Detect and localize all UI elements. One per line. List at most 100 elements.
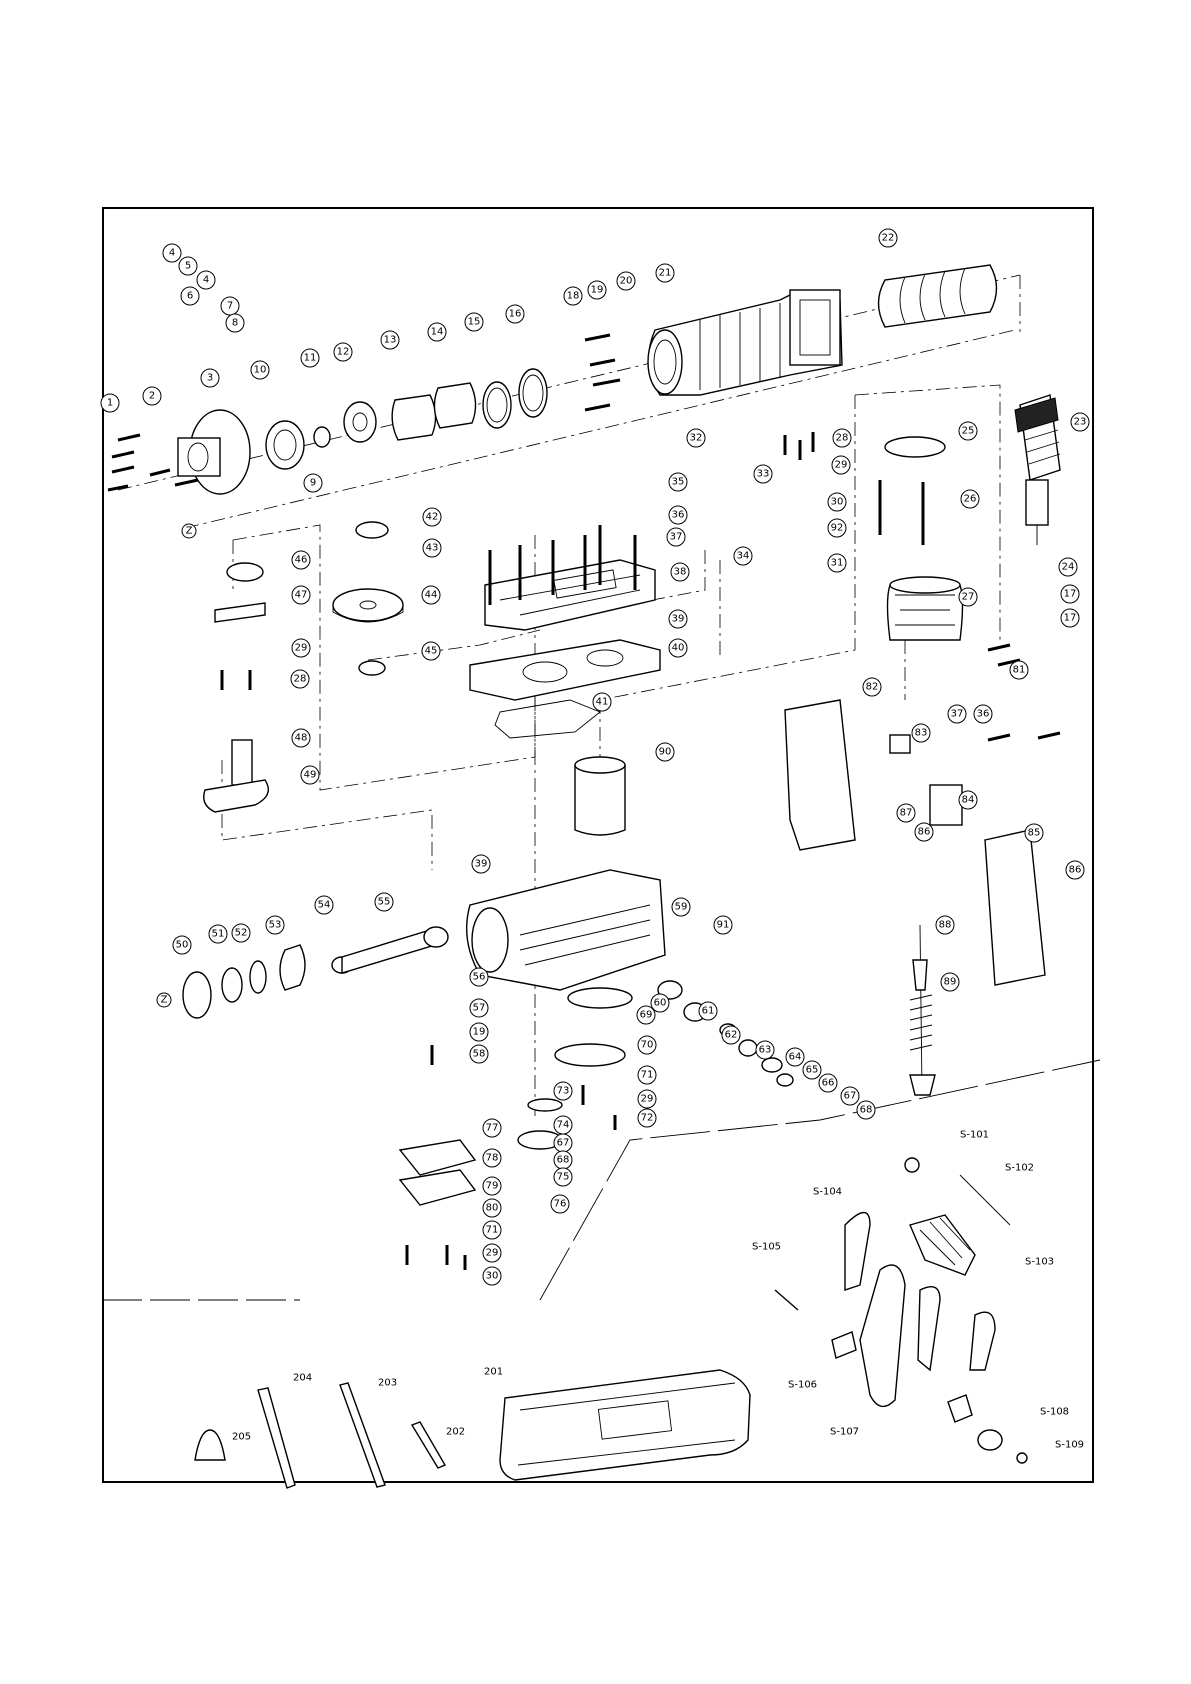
callout-bubble <box>172 935 192 955</box>
callout-bubble <box>291 550 311 570</box>
gear-plate <box>469 639 661 739</box>
callout-number: 36 <box>672 510 685 521</box>
callout-number: 67 <box>557 1138 570 1149</box>
switch-83 <box>889 734 911 754</box>
callout-number: 31 <box>831 558 844 569</box>
callout-number: 13 <box>384 335 397 346</box>
callout-bubble <box>671 897 691 917</box>
washer-73 <box>527 1098 563 1112</box>
callout-bubble <box>553 1167 573 1187</box>
callout-bubble <box>1060 584 1080 604</box>
callout-number: 61 <box>702 1006 715 1017</box>
pointed-chisel-203 <box>339 1382 386 1488</box>
callout-number: 19 <box>473 1027 486 1038</box>
cap-205 <box>194 1429 226 1461</box>
callout-bubble <box>698 1001 718 1021</box>
handle-half-82 <box>784 699 856 851</box>
callout-number: 4 <box>169 248 175 259</box>
callout-bubble <box>947 704 967 724</box>
z-marker <box>181 523 197 539</box>
callout-bubble <box>827 518 847 538</box>
callout-number: 53 <box>269 920 282 931</box>
callout-number: 64 <box>789 1052 802 1063</box>
screw <box>987 643 1011 652</box>
handle-grip <box>877 264 998 328</box>
callout-number: 51 <box>212 929 225 940</box>
z-marker-label: Z <box>186 526 193 537</box>
callout-number: 4 <box>203 275 209 286</box>
callout-bubble <box>482 1266 502 1286</box>
ring-stack-10-16 <box>265 368 548 470</box>
z-marker-label: Z <box>161 995 168 1006</box>
callout-number: 82 <box>866 682 879 693</box>
callout-bubble <box>935 915 955 935</box>
screw <box>987 733 1011 742</box>
callout-number: 62 <box>725 1030 738 1041</box>
callout-number: 50 <box>176 940 189 951</box>
callout-bubble <box>100 393 120 413</box>
callout-bubble <box>878 228 898 248</box>
screw-set <box>107 333 1061 1270</box>
callout-number: 19 <box>591 285 604 296</box>
callout-number: 20 <box>620 276 633 287</box>
callout-number: 27 <box>962 592 975 603</box>
accessory-label: 201 <box>484 1367 503 1378</box>
callout-number: 59 <box>675 902 688 913</box>
callout-bubble <box>482 1243 502 1263</box>
callout-number: 72 <box>641 1113 654 1124</box>
motor-housing <box>647 289 843 396</box>
callout-bubble <box>553 1081 573 1101</box>
callout-number: 23 <box>1074 417 1087 428</box>
callout-number: 63 <box>759 1045 772 1056</box>
callout-bubble <box>713 915 733 935</box>
callout-bubble <box>1065 860 1085 880</box>
callout-bubble <box>482 1118 502 1138</box>
callout-number: 48 <box>295 733 308 744</box>
callout-bubble <box>668 609 688 629</box>
callout-bubble <box>469 1022 489 1042</box>
callout-bubble <box>670 562 690 582</box>
callout-bubble <box>827 492 847 512</box>
screw <box>107 484 129 492</box>
callout-bubble <box>303 473 323 493</box>
screw <box>997 658 1021 667</box>
callout-bubble <box>563 286 583 306</box>
disc-70 <box>554 1043 626 1067</box>
callout-bubble <box>162 243 182 263</box>
callout-bubble <box>896 803 916 823</box>
accessory-label: S-107 <box>830 1427 859 1438</box>
callout-bubble <box>380 330 400 350</box>
callout-bubble <box>469 998 489 1018</box>
connecting-rod <box>331 926 449 974</box>
bearing-46 <box>226 562 264 582</box>
callout-number: 49 <box>304 770 317 781</box>
callout-bubble <box>655 742 675 762</box>
callout-bubble <box>637 1035 657 1055</box>
callout-number: 29 <box>835 460 848 471</box>
callout-number: 35 <box>672 477 685 488</box>
callout-number: 24 <box>1062 562 1075 573</box>
callout-bubble <box>469 967 489 987</box>
screw <box>584 403 611 412</box>
callout-number: 30 <box>831 497 844 508</box>
piston-assembly <box>182 944 306 1019</box>
callout-number: 25 <box>962 426 975 437</box>
callout-number: 58 <box>473 1049 486 1060</box>
callout-number: 17 <box>1064 613 1077 624</box>
callout-bubble <box>856 1100 876 1120</box>
callout-bubble <box>291 638 311 658</box>
callout-bubble <box>314 895 334 915</box>
callout-bubble <box>753 464 773 484</box>
callout-number: 92 <box>831 523 844 534</box>
callout-number: 74 <box>557 1120 570 1131</box>
accessory-label: S-108 <box>1040 1407 1069 1418</box>
callout-bubble <box>940 972 960 992</box>
callout-number: 38 <box>674 567 687 578</box>
callout-bubble <box>300 765 320 785</box>
callout-bubble <box>973 704 993 724</box>
gear-cover <box>484 559 656 631</box>
callout-number: 81 <box>1013 665 1026 676</box>
callout-bubble <box>421 585 441 605</box>
accessory-label: S-102 <box>1005 1163 1034 1174</box>
